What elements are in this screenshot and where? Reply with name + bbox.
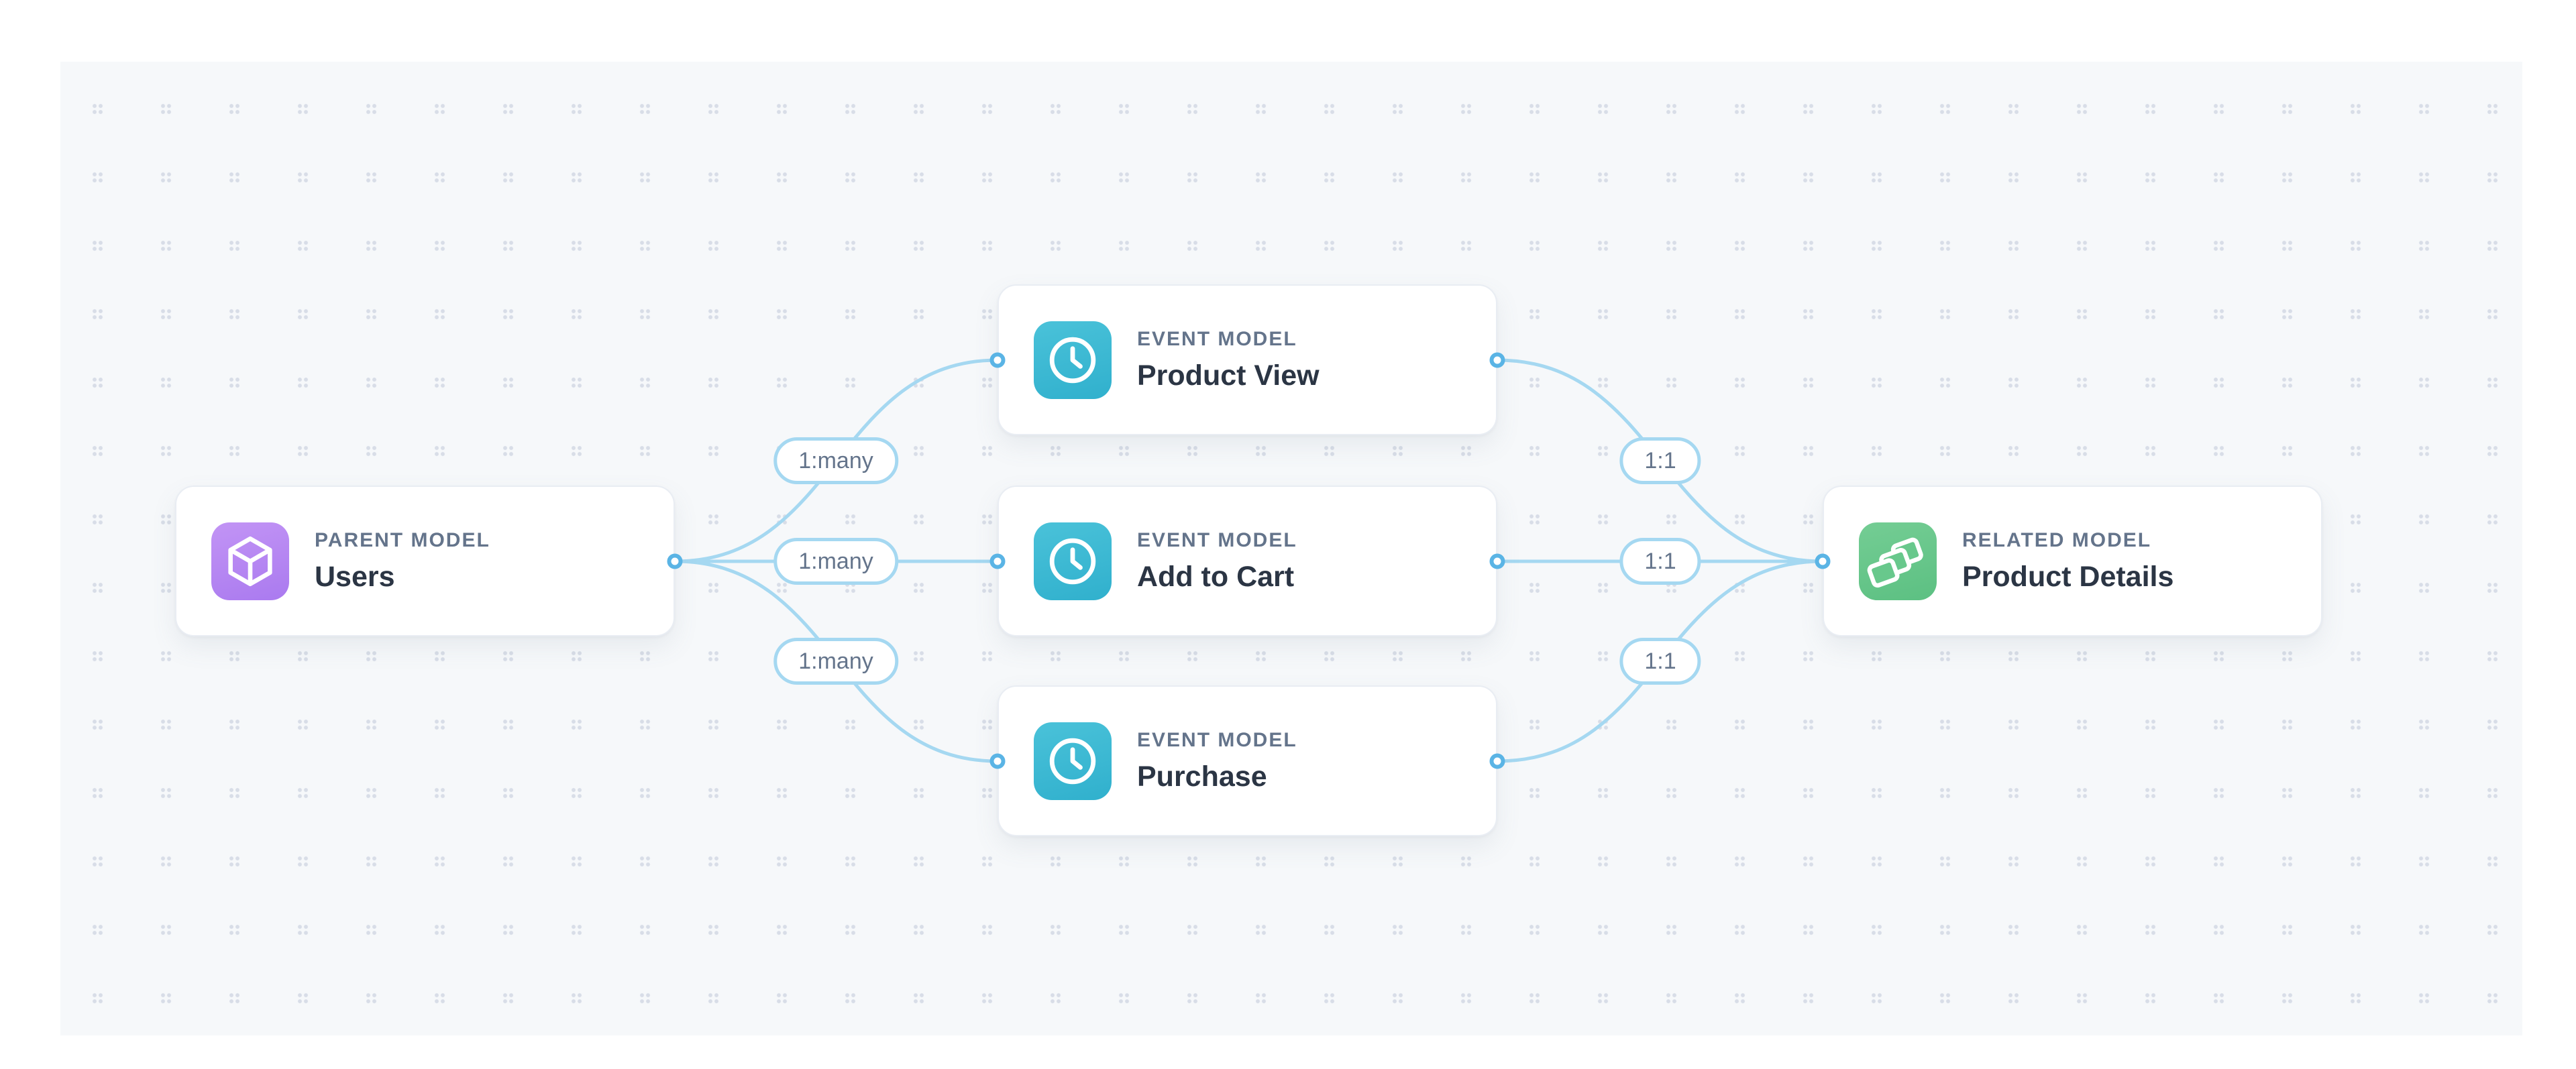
- node-type-label: EVENT MODEL: [1137, 528, 1297, 551]
- node-text: EVENT MODEL Product View: [1137, 328, 1320, 392]
- node-name: Add to Cart: [1137, 560, 1295, 593]
- node-name: Product Details: [1962, 560, 2174, 593]
- edge-label-add-to-cart-product-details[interactable]: 1:1: [1619, 538, 1701, 585]
- edge-label-users-add-to-cart[interactable]: 1:many: [773, 538, 898, 585]
- node-related-model-product-details[interactable]: RELATED MODEL Product Details: [1823, 486, 2322, 636]
- node-type-label: PARENT MODEL: [315, 528, 490, 551]
- node-text: PARENT MODEL Users: [315, 529, 490, 594]
- node-type-label: EVENT MODEL: [1137, 728, 1297, 751]
- edge-label-product-view-product-details[interactable]: 1:1: [1619, 437, 1701, 484]
- layers-icon: [1859, 522, 1937, 600]
- node-name: Product View: [1137, 359, 1320, 392]
- node-event-model-product-view[interactable]: EVENT MODEL Product View: [998, 284, 1497, 435]
- clock-icon: [1034, 321, 1112, 399]
- edge-label-users-product-view[interactable]: 1:many: [773, 437, 898, 484]
- node-event-model-add-to-cart[interactable]: EVENT MODEL Add to Cart: [998, 486, 1497, 636]
- handle-add-to-cart-target[interactable]: [989, 553, 1006, 569]
- handle-product-details-target[interactable]: [1815, 553, 1831, 569]
- node-event-model-purchase[interactable]: EVENT MODEL Purchase: [998, 685, 1497, 836]
- edge-label-users-purchase[interactable]: 1:many: [773, 638, 898, 685]
- clock-icon: [1034, 522, 1112, 600]
- node-type-label: EVENT MODEL: [1137, 327, 1297, 350]
- cube-icon: [211, 522, 289, 600]
- handle-product-view-target[interactable]: [989, 352, 1006, 368]
- node-type-label: RELATED MODEL: [1962, 528, 2152, 551]
- node-text: RELATED MODEL Product Details: [1962, 529, 2174, 594]
- clock-icon: [1034, 722, 1112, 800]
- node-name: Purchase: [1137, 760, 1267, 793]
- edge-label-purchase-product-details[interactable]: 1:1: [1619, 638, 1701, 685]
- handle-add-to-cart-source[interactable]: [1489, 553, 1505, 569]
- handle-purchase-target[interactable]: [989, 753, 1006, 769]
- handle-product-view-source[interactable]: [1489, 352, 1505, 368]
- node-text: EVENT MODEL Add to Cart: [1137, 529, 1297, 594]
- node-name: Users: [315, 560, 395, 593]
- handle-users-source[interactable]: [667, 553, 683, 569]
- node-parent-model-users[interactable]: PARENT MODEL Users: [175, 486, 675, 636]
- handle-purchase-source[interactable]: [1489, 753, 1505, 769]
- flow-canvas[interactable]: 1:many 1:many 1:many 1:1 1:1 1:1 PARENT …: [60, 62, 2522, 1035]
- node-text: EVENT MODEL Purchase: [1137, 729, 1297, 793]
